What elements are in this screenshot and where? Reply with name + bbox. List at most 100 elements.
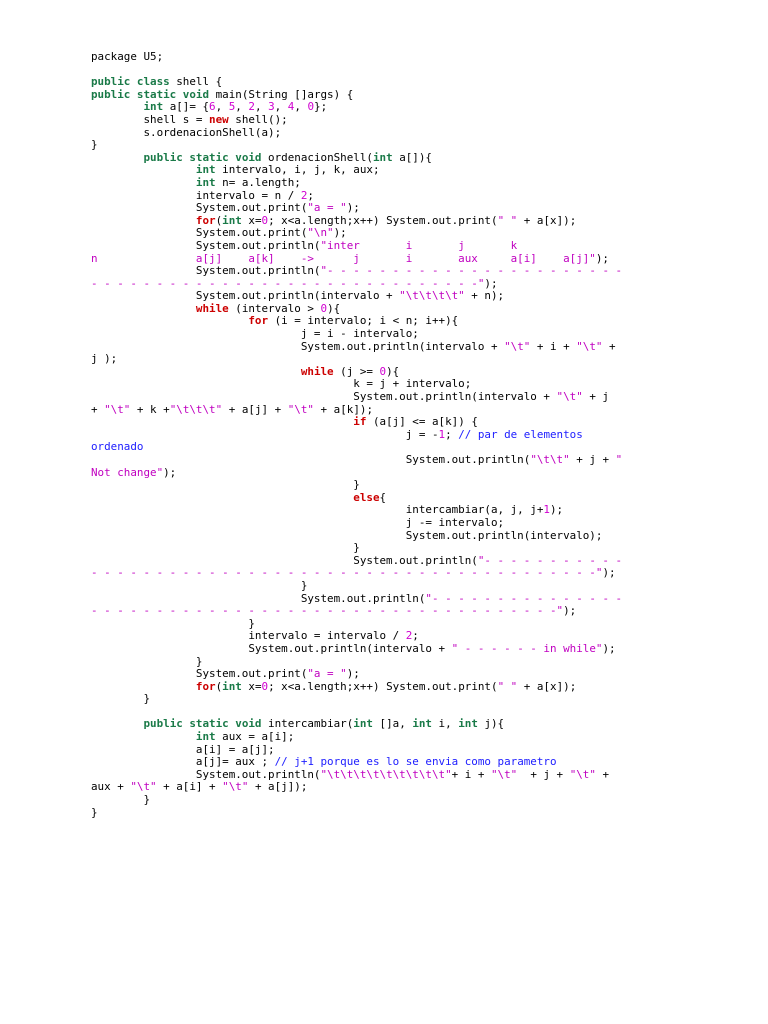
code-text: , [254,100,269,114]
code-line: a[i] = a[j]; [91,742,671,757]
code-text: , [235,100,249,114]
code-text: System.out.print( [91,226,308,240]
code-line: a[j]= aux ; // j+1 porque es lo se envia… [91,755,671,769]
code-text: intercambiar( [261,717,354,731]
code-line: intervalo = intervalo / 2; [91,630,671,643]
code-text: aux = a[i]; [215,730,295,744]
code-control-keyword: else [353,490,380,504]
code-number: 1 [438,427,446,441]
code-number: 6 [209,100,216,114]
code-control-keyword: while [300,364,334,378]
code-text: System.out.println(intervalo + [91,390,557,404]
code-text: System.out.println( [91,767,321,781]
code-line: } [91,692,671,706]
code-line: } [91,806,671,820]
code-text: k = j + intervalo; [91,377,472,391]
code-text [91,176,196,189]
code-text [91,717,143,730]
code-control-keyword: for [195,213,216,227]
code-line: while (j >= 0){ [91,364,671,379]
code-line: for(int x=0; x<a.length;x++) System.out.… [91,213,671,228]
code-text: } [91,692,151,706]
code-text: + [595,767,610,781]
code-text: a[]= { [163,100,210,114]
code-text: (intervalo > [228,301,321,315]
code-text: shell(); [228,112,288,126]
code-text: aux + [91,780,131,794]
code-text: System.out.println(intervalo); [91,528,603,542]
code-text: + a[x]); [517,679,577,693]
code-line: int a[]= {6, 5, 2, 3, 4, 0}; [91,101,671,114]
code-string: "\t" [130,780,157,794]
code-line: } [91,138,671,152]
code-control-keyword: for [248,314,269,328]
code-number: 3 [268,100,275,114]
code-keyword: int [195,175,216,189]
code-comment: // par de elementos [458,427,583,441]
code-keyword: public static void [91,87,210,101]
code-text: ( [215,213,223,227]
code-text: + a[j]); [248,780,308,794]
code-string: "\t" [222,780,249,794]
code-string: "- - - - - - - - - - - - - - - [425,591,623,605]
code-line: intercambiar(a, j, j+1); [91,504,671,517]
code-string: - - - - - - - - - - - - - - - - - - - - … [91,566,603,580]
code-text: + j + [517,767,570,781]
code-text: []a, [372,717,413,731]
code-control-keyword: for [195,679,216,693]
code-text: package U5; [91,50,164,63]
code-text: intervalo, i, j, k, aux; [215,163,380,177]
code-line: for(int x=0; x<a.length;x++) System.out.… [91,679,671,694]
code-string: "a = " [307,667,347,681]
code-line: System.out.println("- - - - - - - - - - … [91,591,671,606]
code-keyword: int [143,100,164,114]
code-line: System.out.println(intervalo + "\t" + j [91,390,671,404]
code-line: } [91,578,671,593]
code-text [91,302,196,315]
code-string: - - - - - - - - - - - - - - - - - - - - … [91,604,564,618]
code-line: for (i = intervalo; i < n; i++){ [91,315,671,328]
code-line: j = -1; // par de elementos [91,427,671,442]
code-text: a[i] = a[j]; [91,742,275,756]
code-line: } [91,478,671,492]
code-string: " [615,453,623,466]
code-number: 0 [307,100,315,114]
code-text: ordenacionShell( [261,150,373,164]
code-text: ( [215,679,223,693]
code-line: intervalo = n / 2; [91,188,671,203]
code-text: , [215,100,229,114]
code-line: public class shell { [91,75,671,89]
code-text: + a[k]); [313,402,373,416]
code-text: } [91,578,308,592]
code-text: j){ [477,717,505,731]
code-text: } [91,654,203,668]
code-text: intervalo = n / [91,188,301,202]
code-text: } [91,616,255,630]
code-text: intervalo = intervalo / [91,629,406,643]
code-line: while (intervalo > 0){ [91,301,671,316]
code-text [91,314,248,327]
code-text [91,365,301,378]
code-line: s.ordenacionShell(a); [91,126,671,140]
code-text: ; x<a.length;x++) System.out.print( [268,679,498,693]
code-line: Not change"); [91,466,671,480]
code-keyword: public static void [143,717,262,731]
code-text: { [379,490,387,504]
code-string: "\t" [569,767,596,781]
code-keyword: int [412,717,432,731]
code-string: "\t\t\t\t" [399,289,465,303]
code-text: ); [563,604,577,618]
code-text: + [91,402,105,416]
code-text: System.out.println( [91,453,531,466]
code-line: - - - - - - - - - - - - - - - - - - - - … [91,277,671,291]
code-keyword: int [222,679,242,693]
code-line: + "\t" + k +"\t\t\t" + a[j] + "\t" + a[k… [91,402,671,417]
code-text: shell s = [91,112,210,126]
code-line: int aux = a[i]; [91,730,671,744]
code-text: intercambiar(a, j, j+ [91,503,544,517]
code-string: "- - - - - - - - - - - [477,553,623,567]
code-number: 5 [228,100,236,114]
code-line: n a[j] a[k] -> j i aux a[i] a[j]"); [91,252,671,266]
code-text: System.out.println( [91,553,478,567]
code-keyword: public static void [143,150,262,164]
